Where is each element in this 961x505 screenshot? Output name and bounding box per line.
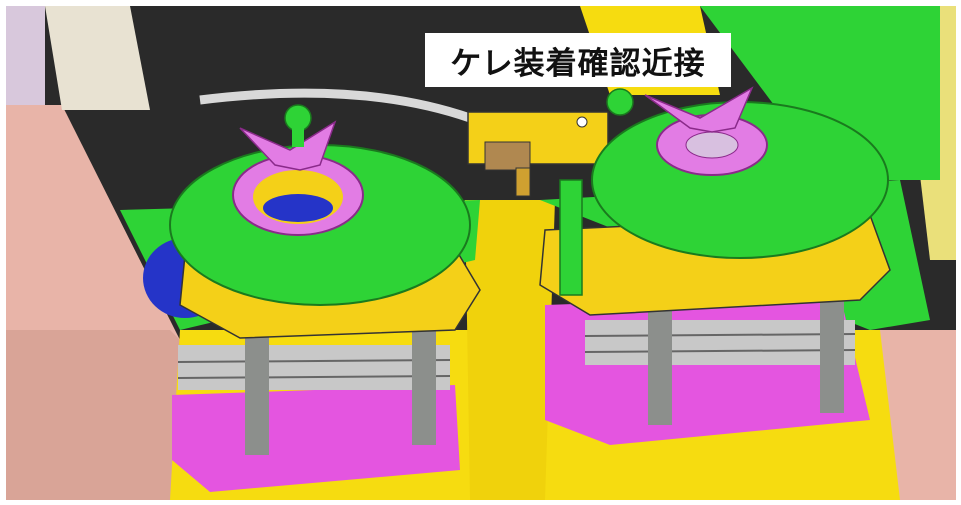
right-pink-floor [880,330,956,500]
left-pink-pad [172,385,460,492]
right-green-knob [606,88,634,116]
proximity-sensor-bracket [467,111,609,197]
right-station [539,86,891,445]
right-rail-line [584,333,856,337]
right-pillar-2 [820,285,844,413]
left-pillar-1 [245,320,269,455]
cable [199,88,472,123]
right-green-post [559,179,583,296]
right-slide-rail [585,320,855,365]
left-pink-ledge [6,330,185,500]
left-pillar-2 [412,310,436,445]
left-rail-line-2 [177,375,451,379]
sensor-bracket-screw [576,116,588,128]
left-pink-claw [239,120,337,171]
proximity-sensor-body [484,141,531,171]
proximity-sensor-tip [515,167,531,197]
top-left-light-panel [45,6,150,110]
yellow-center-column [465,200,555,500]
callout-label: ケレ装着確認近接 [425,33,731,87]
right-ring-hub [685,131,739,159]
left-lavender-panel [6,6,45,105]
right-pillar-1 [648,295,672,425]
left-slide-rail [178,345,450,390]
right-rail-line-2 [584,349,856,353]
top-green-panel [700,6,940,180]
right-pink-claw [644,86,754,133]
left-knob-stem [292,125,304,147]
left-ring-blue-fill [263,194,333,222]
left-rail-line [177,359,451,363]
left-station [169,104,481,492]
